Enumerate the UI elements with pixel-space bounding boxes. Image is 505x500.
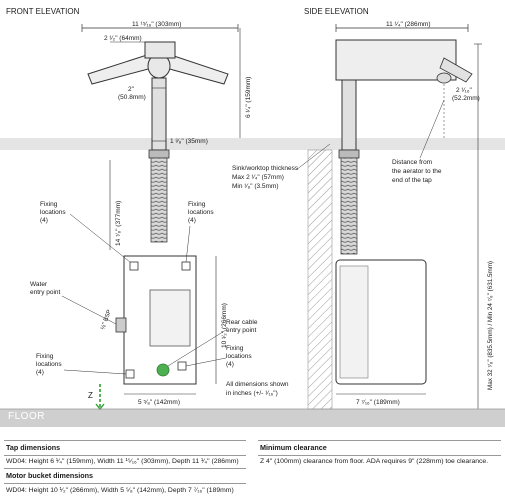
bsp-label: ½" BSP [99, 309, 113, 331]
tap-rule-2 [4, 455, 246, 456]
front-elevation-title: FRONT ELEVATION [6, 7, 80, 16]
callout-fixing-top-right: Fixing locations (4) [188, 201, 215, 224]
aerator-dim-mm: (52.2mm) [452, 95, 480, 102]
side-worktop [300, 138, 505, 150]
clearance-block: Minimum clearance [260, 443, 500, 452]
clearance-rule [258, 440, 501, 441]
tap-dimensions-text: WD04: Height 6 ¹⁄₄" (159mm), Width 11 ¹⁵… [6, 458, 239, 465]
hose-dim-label: 14 ⁷⁄₈" (377mm) [115, 201, 122, 246]
front-width-dim-label: 11 ¹⁵⁄₁₆" (303mm) [132, 21, 181, 28]
front-tap-stem [151, 77, 167, 151]
front-bucket-panel [149, 289, 191, 347]
leader-fixing-top-left [69, 213, 131, 263]
front-tap-left-arm [87, 53, 153, 85]
front-worktop [0, 138, 300, 150]
side-hose [340, 157, 358, 255]
bucket-width-dim-label: 5 ⁵⁄₈" (142mm) [138, 399, 180, 406]
front-height-dim-label: 6 ¹⁄₄" (159mm) [245, 77, 252, 118]
clearance-heading: Minimum clearance [260, 443, 327, 452]
callout-rear-cable: Rear cable entry point [226, 319, 259, 334]
center-dim-in: 2" [128, 86, 135, 93]
side-tap-stem [341, 79, 357, 151]
tap-dimensions-block: Tap dimensions [6, 443, 246, 452]
callout-fixing-bottom-left: Fixing locations (4) [36, 353, 63, 376]
water-inlet-fitting [115, 317, 127, 333]
front-hose [150, 157, 168, 243]
side-aerator-icon [436, 72, 452, 84]
motor-dimensions-block: Motor bucket dimensions [6, 471, 246, 480]
front-hose-nut [148, 149, 170, 159]
leader-rear-cable [167, 329, 227, 367]
fixing-hole-tl [129, 261, 139, 271]
motor-dimensions-heading: Motor bucket dimensions [6, 471, 94, 480]
aerator-dim-in: 2 ¹⁄₁₆" [456, 87, 472, 94]
side-hose-nut [338, 149, 360, 159]
z-label: Z [88, 391, 93, 400]
rear-cable-entry-icon [156, 363, 170, 377]
side-tap-spout [439, 57, 473, 83]
side-elevation-title: SIDE ELEVATION [304, 7, 369, 16]
side-bucket-depth-dim-label: 7 ⁷⁄₁₆" (189mm) [356, 399, 400, 406]
motor-dimensions-text: WD04: Height 10 ¹⁄₂" (266mm), Width 5 ⁵⁄… [6, 487, 234, 494]
floor-band [0, 409, 505, 427]
callout-fixing-top-left: Fixing locations (4) [40, 201, 67, 224]
front-tap-head [144, 41, 176, 59]
bucket-height-dim-label: 10 ¹⁄₂" (266mm) [221, 303, 228, 348]
motor-rule-2 [4, 483, 246, 484]
stem-dim-label: 1 ³⁄₈" (35mm) [170, 138, 208, 145]
leader-water-entry [61, 295, 117, 325]
clearance-rule-2 [258, 455, 501, 456]
leader-fixing-bottom-right [185, 357, 227, 367]
tap-rule [4, 440, 246, 441]
motor-rule [4, 468, 246, 469]
side-wall-hatch [308, 150, 332, 409]
callout-water-entry: Water entry point [30, 281, 61, 296]
leader-sink-thickness [295, 143, 331, 171]
clearance-text: Z 4" (100mm) clearance from floor. ADA r… [260, 458, 489, 465]
side-depth-dim-label: 11 ¹⁄₄" (286mm) [386, 21, 431, 28]
side-height-dim-label: Max 32 ⁷⁄₈" (835.5mm) / Min 24 ⁷⁄₈" (631… [487, 261, 494, 390]
leader-fixing-bottom-left [63, 369, 127, 375]
leader-fixing-top-right [185, 225, 191, 263]
side-bucket-panel [339, 265, 369, 379]
arm-dim-label: 2 ¹⁄₂" (64mm) [104, 35, 142, 42]
callout-fixing-bottom-right: Fixing locations (4) [226, 345, 253, 368]
callout-distance-aerator: Distance from the aerator to the end of … [392, 159, 443, 184]
center-dim-mm: (50.8mm) [118, 94, 146, 101]
all-dimensions-note: All dimensions shown in inches (+/- ¹⁄₁₆… [226, 381, 290, 397]
side-tap-body [335, 39, 457, 81]
floor-label: FLOOR [8, 411, 45, 422]
callout-sink-thickness: Sink/worktop thickness Max 2 ¹⁄₄" (57mm)… [232, 165, 300, 190]
tap-dimensions-heading: Tap dimensions [6, 443, 61, 452]
leader-distance-aerator [419, 99, 445, 159]
